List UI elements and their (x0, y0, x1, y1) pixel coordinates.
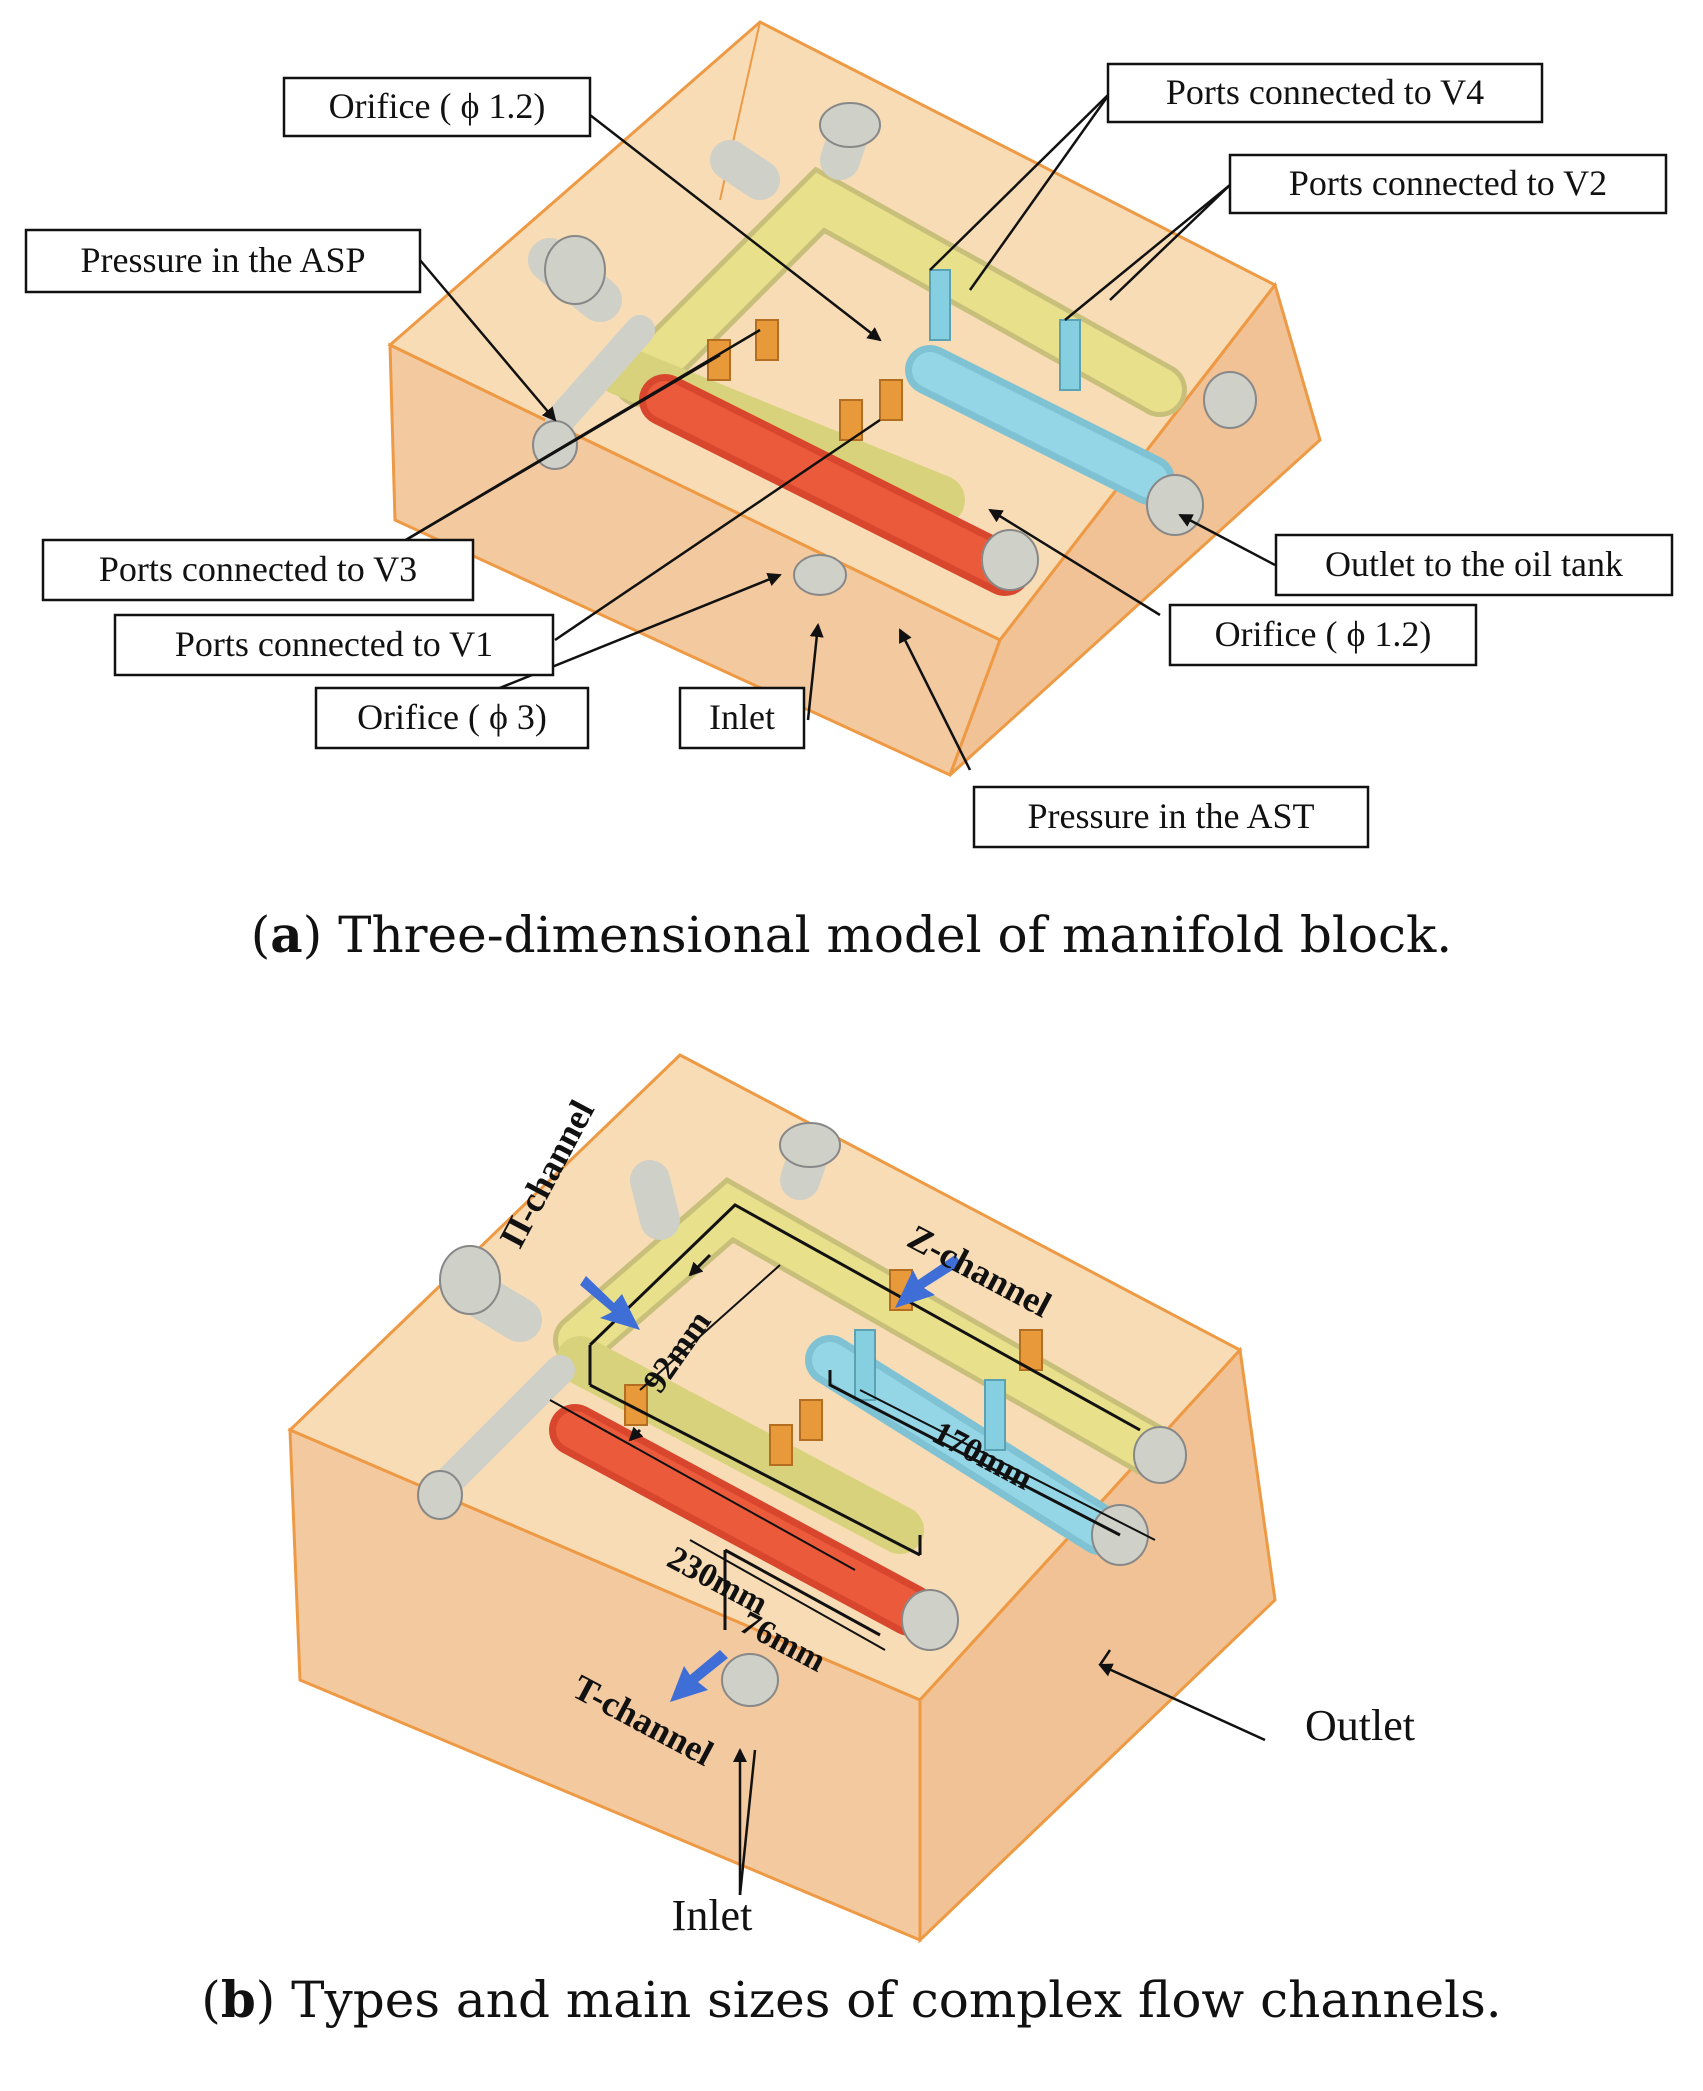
manifold-3d-model: Orifice ( ϕ 1.2) Ports connected to V4 P… (24, 20, 1674, 849)
caption-b: (b) Types and main sizes of complex flow… (201, 1970, 1502, 2029)
svg-text:Ports connected to V3: Ports connected to V3 (99, 549, 417, 589)
panel-a: Orifice ( ϕ 1.2) Ports connected to V4 P… (0, 0, 1703, 1010)
leader-arrows (354, 92, 1276, 771)
label-outlet-b: Outlet (1305, 1701, 1415, 1750)
svg-text:Ports connected to V4: Ports connected to V4 (1166, 72, 1484, 112)
t-channel-arrow (670, 1650, 728, 1702)
svg-text:Ports connected to V2: Ports connected to V2 (1289, 163, 1607, 203)
label-inlet-a: Inlet (678, 686, 806, 750)
label-ports-v1: Ports connected to V1 (113, 613, 555, 677)
pipe-network (528, 102, 1257, 596)
label-outlet-oil-tank: Outlet to the oil tank (1274, 533, 1674, 597)
blue-arrows (580, 1255, 962, 1702)
flow-channels-diagram: Π-channel Z-channel T-channel 92mm 170mm… (287, 1053, 1415, 1944)
label-ports-v4: Ports connected to V4 (1106, 62, 1544, 124)
label-ports-v2: Ports connected to V2 (1228, 153, 1668, 215)
panel-b: Π-channel Z-channel T-channel 92mm 170mm… (0, 1030, 1703, 2091)
manifold-block-b (287, 1053, 1277, 1944)
svg-text:Orifice ( ϕ 1.2): Orifice ( ϕ 1.2) (1215, 614, 1432, 654)
leader-arrows-b (733, 1649, 1266, 1896)
svg-text:Inlet: Inlet (709, 697, 775, 737)
pi-channel-arrow (580, 1276, 640, 1330)
channel-paths (588, 1203, 1141, 1637)
label-pressure-ast: Pressure in the AST (972, 785, 1370, 849)
pipe-network-b (417, 1122, 1187, 1707)
caption-a: (a) Three-dimensional model of manifold … (250, 905, 1453, 964)
label-orifice-3: Orifice ( ϕ 3) (314, 686, 590, 750)
z-channel-arrow (895, 1255, 962, 1308)
svg-text:Orifice ( ϕ 1.2): Orifice ( ϕ 1.2) (329, 86, 546, 126)
svg-text:Pressure in the ASP: Pressure in the ASP (80, 240, 365, 280)
label-pressure-asp: Pressure in the ASP (24, 228, 422, 294)
label-inlet-b: Inlet (672, 1891, 753, 1940)
label-orifice-top: Orifice ( ϕ 1.2) (282, 76, 592, 138)
svg-text:Pressure in the AST: Pressure in the AST (1028, 796, 1315, 836)
label-orifice-right: Orifice ( ϕ 1.2) (1168, 603, 1478, 667)
svg-text:Outlet to the oil tank: Outlet to the oil tank (1325, 544, 1623, 584)
dimension-lines (549, 1264, 1156, 1651)
label-ports-v3: Ports connected to V3 (41, 538, 475, 602)
svg-text:Orifice ( ϕ 3): Orifice ( ϕ 3) (357, 697, 547, 737)
svg-text:Ports connected to V1: Ports connected to V1 (175, 624, 493, 664)
